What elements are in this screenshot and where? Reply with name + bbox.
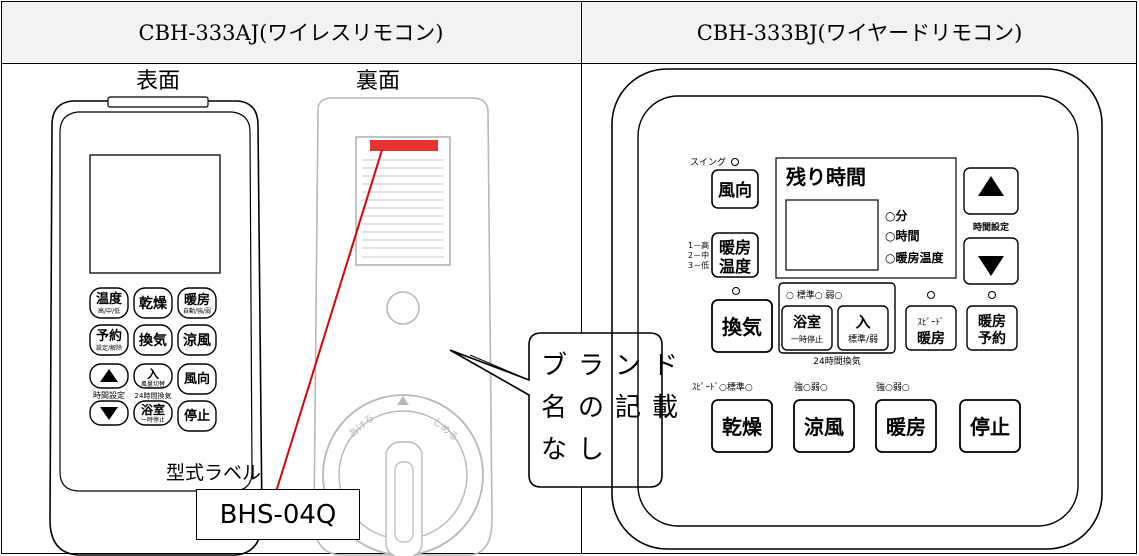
dry-btn: 乾燥 (722, 415, 763, 439)
label-time-set: 時間設定 (93, 390, 125, 400)
bath-sub: 一時停止 (791, 334, 823, 344)
wireless-buttons (89, 287, 217, 432)
btn-timer-sub: 設定/解除 (96, 344, 122, 352)
level-2: 2－中 (688, 250, 709, 260)
heat-timer-2: 予約 (978, 330, 1006, 347)
header-wired: CBH-333BJ(ワイヤードリモコン) (583, 2, 1136, 62)
callout-bubble (449, 332, 663, 488)
up-arrow-icon (100, 369, 118, 382)
btn-cool: 涼風 (183, 332, 211, 349)
btn-bath-sub: 一時停止 (141, 416, 165, 424)
speed-label: ｽﾋﾟｰﾄﾞ (917, 317, 944, 328)
btn-direction: 風向 (184, 371, 210, 387)
table-divider-horizontal (1, 63, 1137, 64)
btn-vent: 換気 (139, 332, 167, 349)
on-btn: 入 (855, 313, 870, 331)
btn-temp-sub: 高/中/低 (98, 307, 120, 315)
bath-btn: 浴室 (793, 314, 821, 331)
heat2-btn: 暖房 (886, 415, 926, 439)
callout-line-3: なし (541, 435, 616, 465)
btn-timer: 予約 (96, 328, 122, 344)
callout-line-1: ブランド (541, 351, 690, 381)
direction-btn: 風向 (718, 180, 752, 201)
sticker-text-lines (362, 159, 444, 258)
label-vent24: 24時間換気 (135, 391, 172, 400)
pointer-line (275, 149, 383, 493)
level-1: 1－高 (688, 240, 709, 250)
stop-btn: 停止 (970, 415, 1010, 439)
unit-hour: ○時間 (885, 228, 919, 243)
back-label: 裏面 (356, 69, 401, 94)
svg-text:あける: あける (346, 412, 377, 440)
wired-remote (611, 68, 1103, 550)
speed-heat: 暖房 (917, 330, 945, 347)
vent-btn: 換気 (722, 315, 762, 339)
callout-tail-inner (469, 354, 530, 381)
time-setting: 時間設定 (973, 221, 1010, 233)
svg-text:しめる: しめる (430, 415, 461, 443)
swing-label: スイング (690, 156, 726, 168)
heat-timer-1: 暖房 (978, 313, 1006, 330)
heat-btn-1: 暖房 (719, 238, 751, 257)
callout-line-2: 名の記載 (541, 393, 690, 423)
indicator-strong2: 強○弱○ (876, 381, 910, 393)
cool-btn: 涼風 (804, 415, 844, 439)
dial-labels: あける しめる (346, 412, 461, 444)
btn-temp: 温度 (96, 291, 123, 307)
model-label-box: BHS-04Q (196, 489, 360, 540)
btn-on-sub: 風量切替 (141, 380, 165, 388)
unit-heat-temp: ○暖房温度 (885, 250, 944, 265)
model-sticker-red (370, 140, 438, 151)
arrow-icons (100, 369, 118, 420)
wired-labels: スイング 風向 残り時間 ○分 ○時間 ○暖房温度 時間設定 暖房 温度 1－高… (688, 156, 1010, 439)
unit-min: ○分 (885, 208, 907, 223)
header-wireless: CBH-333AJ(ワイレスリモコン) (2, 2, 580, 62)
vent24: 24時間換気 (813, 355, 860, 367)
wireless-button-labels: 温度 高/中/低 乾燥 暖房 自動/強/弱 予約 設定/解除 換気 涼風 入 風… (93, 291, 211, 424)
mode-std: ○ 標準○ 弱○ (786, 289, 842, 301)
on-sub: 標準/弱 (848, 333, 878, 345)
level-3: 3－低 (688, 260, 709, 270)
btn-dry: 乾燥 (139, 295, 168, 312)
btn-bath: 浴室 (141, 402, 165, 417)
temp-btn: 温度 (718, 257, 752, 276)
up-arrow-icon[interactable] (978, 176, 1004, 196)
down-arrow-icon (100, 407, 118, 420)
table-divider-vertical (581, 1, 582, 554)
indicator-strong1: 強○弱○ (794, 381, 828, 393)
remaining-time: 残り時間 (786, 165, 866, 189)
down-arrow-icon[interactable] (978, 256, 1004, 276)
btn-on: 入 (147, 367, 159, 381)
btn-stop: 停止 (184, 408, 210, 424)
wireless-remote-back (313, 97, 493, 556)
btn-heat: 暖房 (184, 292, 210, 308)
btn-heat-sub: 自動/強/弱 (183, 307, 211, 315)
wired-arrows (978, 176, 1004, 276)
front-label: 表面 (136, 69, 181, 94)
model-label-caption: 型式ラベル (166, 462, 262, 484)
indicator-speed: ｽﾋﾟｰﾄﾞ○標準○ (692, 381, 753, 393)
